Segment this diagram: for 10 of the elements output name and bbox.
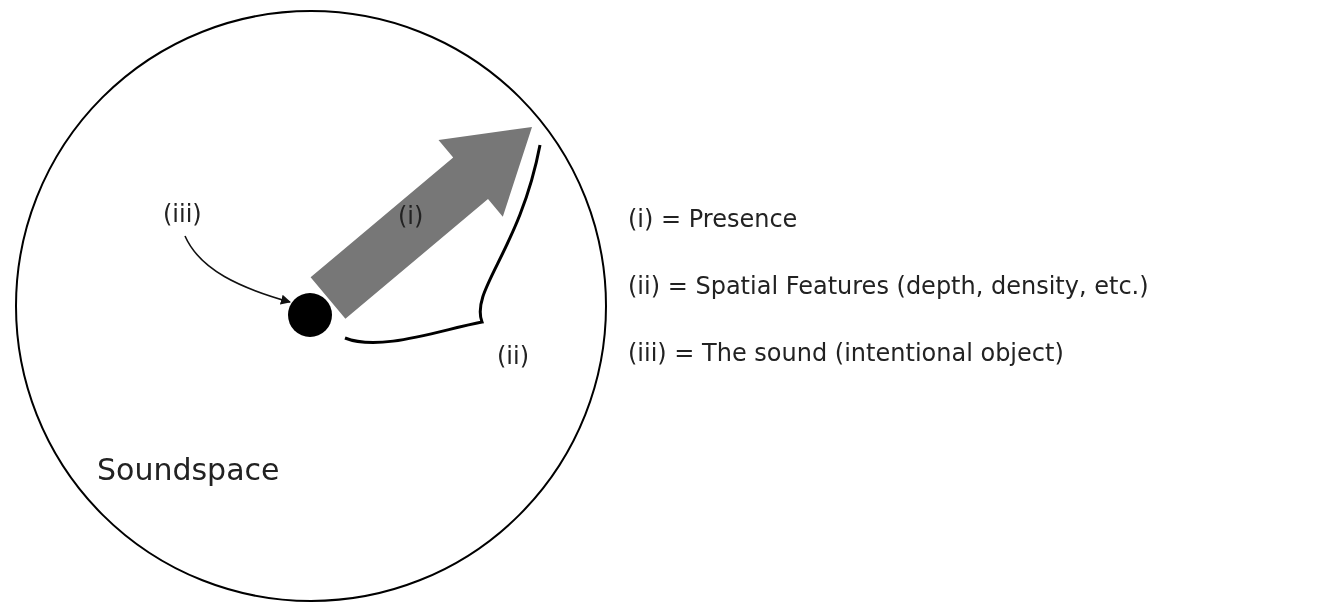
area-label: Soundspace: [97, 452, 280, 488]
definition-text: (i) = Presence: [628, 205, 798, 234]
arrow-label: (i): [398, 202, 424, 231]
leader-arrow: [184, 235, 291, 305]
dot: [288, 293, 332, 337]
bracket-label: (ii): [497, 342, 530, 371]
definition-text: (ii) = Spatial Features (depth, density, etc.): [628, 272, 1149, 301]
callout-label: (iii): [163, 200, 202, 229]
definition-text: (iii) = The sound (intentional object): [628, 339, 1064, 368]
soundspace-circle: [15, 10, 607, 602]
